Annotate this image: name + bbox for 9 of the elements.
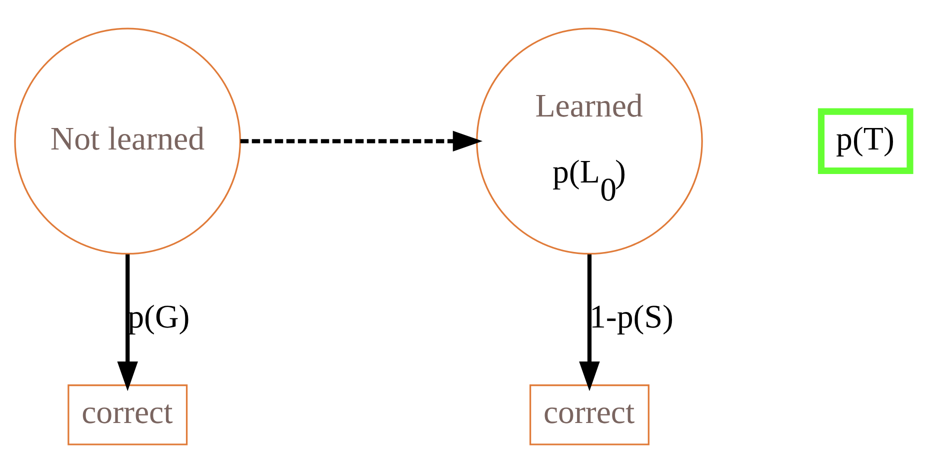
- arrow: [240, 130, 483, 152]
- arrow: [117, 254, 138, 391]
- edge-label: p(G): [128, 299, 190, 336]
- node-box: p(T): [818, 108, 914, 174]
- arrow: [579, 254, 600, 391]
- edge-label: 1-p(S): [589, 299, 674, 336]
- node-box: correct: [529, 384, 650, 445]
- node-circle: Not learned: [14, 27, 242, 254]
- node-box: correct: [68, 384, 188, 445]
